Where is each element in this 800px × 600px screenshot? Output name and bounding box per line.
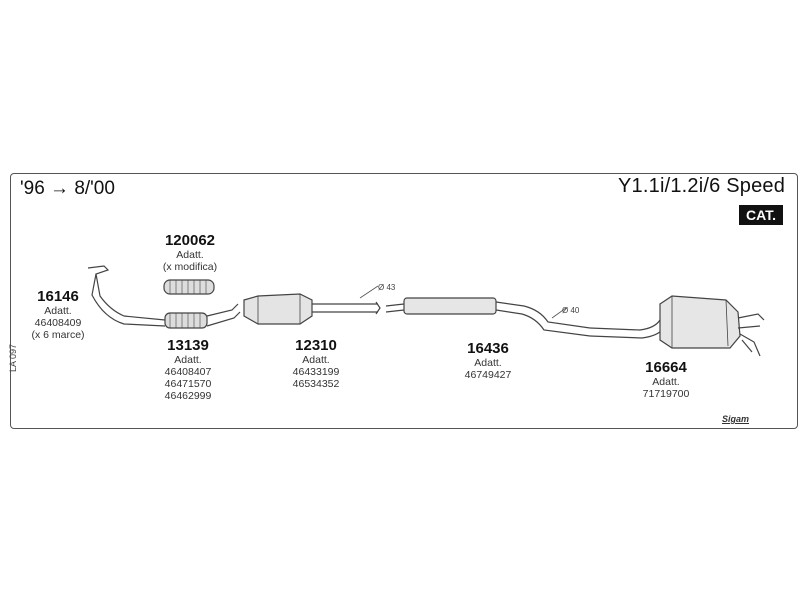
brand-logo: Sigam	[722, 414, 750, 424]
part-code: 16436	[467, 340, 509, 357]
part-note: Adatt.	[44, 305, 72, 317]
part-note: 46462999	[164, 390, 212, 402]
part-16664: 16664 Adatt. 71719700	[626, 359, 706, 400]
part-code: 13139	[167, 337, 209, 354]
part-note: (x 6 marce)	[31, 329, 85, 341]
model-title: Y1.1i/1.2i/6 Speed	[618, 175, 786, 197]
cat-badge: CAT.	[739, 205, 783, 225]
part-note: 46408409	[34, 317, 82, 329]
part-13139: 13139 Adatt. 46408407 46471570 46462999	[148, 337, 228, 402]
part-note: Adatt.	[652, 376, 680, 388]
part-120062: 120062 Adatt. (x modifica)	[150, 232, 230, 273]
center-silencer-16436	[403, 297, 497, 315]
flex-joint-13139	[164, 312, 208, 329]
diameter-label-40: Ø 40	[562, 306, 580, 315]
part-note: 46749427	[464, 369, 512, 381]
part-16436: 16436 Adatt. 46749427	[448, 340, 528, 381]
part-code: 12310	[295, 337, 337, 354]
part-code: 16146	[37, 288, 79, 305]
diameter-label-43: Ø 43	[378, 283, 396, 292]
part-code: 16664	[645, 359, 687, 376]
part-code: 120062	[164, 232, 216, 249]
part-note: 46471570	[164, 378, 212, 390]
flex-joint-120062	[163, 279, 215, 295]
part-note: (x modifica)	[162, 261, 218, 273]
part-note: Adatt.	[302, 354, 330, 366]
part-note: 46534352	[292, 378, 340, 390]
part-note: Adatt.	[176, 249, 204, 261]
part-note: Adatt.	[174, 354, 202, 366]
year-range: '96 → 8/'00	[20, 178, 115, 199]
front-pipe	[87, 265, 166, 321]
part-note: 46408407	[164, 366, 212, 378]
part-note: 71719700	[642, 388, 690, 400]
part-16146: 16146 Adatt. 46408409 (x 6 marce)	[18, 288, 98, 341]
catalyst-12310	[243, 293, 313, 325]
rear-silencer-16664	[659, 295, 741, 349]
part-note: Adatt.	[474, 357, 502, 369]
part-12310: 12310 Adatt. 46433199 46534352	[276, 337, 356, 390]
part-note: 46433199	[292, 366, 340, 378]
